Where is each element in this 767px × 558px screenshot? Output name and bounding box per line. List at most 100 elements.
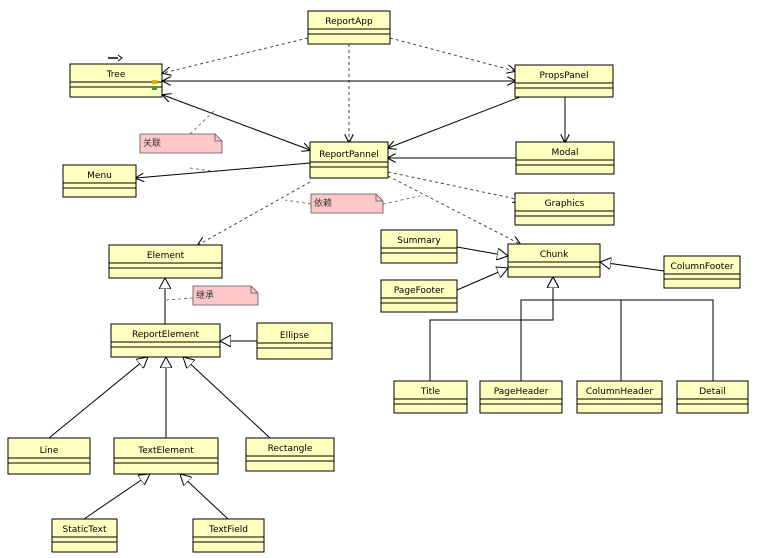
class-ellipse[interactable]: Ellipse <box>256 322 333 360</box>
note-inheritance-link <box>165 297 194 301</box>
note-text: 关联 <box>143 137 161 149</box>
class-name: Modal <box>552 148 579 158</box>
class-name: Title <box>420 387 441 397</box>
class-name: Detail <box>699 387 726 397</box>
class-detail[interactable]: Detail <box>676 380 749 414</box>
note-fold-icon <box>250 286 258 294</box>
class-pagefooter[interactable]: PageFooter <box>380 279 458 313</box>
class-name: Ellipse <box>280 331 310 341</box>
class-name: Graphics <box>545 199 585 209</box>
relation-columnfooter-to-chunk-generalization <box>600 262 665 272</box>
class-name: PropsPanel <box>540 71 589 81</box>
relation-tree-to-reportpannel-association-bidirectional <box>163 95 310 150</box>
relation-statictext-to-textelement-generalization <box>83 474 150 520</box>
class-pageheader[interactable]: PageHeader <box>479 380 563 414</box>
class-box <box>69 63 163 98</box>
note-text: 依赖 <box>314 197 332 209</box>
class-graphics[interactable]: Graphics <box>514 192 615 226</box>
class-box <box>393 380 468 414</box>
relation-line-to-reportelement-generalization <box>48 357 148 439</box>
class-tree[interactable]: Tree <box>69 63 163 98</box>
class-textelement[interactable]: TextElement <box>113 437 219 475</box>
class-textfield[interactable]: TextField <box>192 518 265 553</box>
class-name: Line <box>40 446 59 456</box>
relation-propspanel-to-reportpannel-association <box>388 96 521 148</box>
class-box <box>676 380 749 414</box>
class-box <box>515 141 615 175</box>
class-name: Element <box>147 251 185 261</box>
note-association-link-upper <box>189 109 216 135</box>
class-columnheader[interactable]: ColumnHeader <box>576 380 663 414</box>
relation-reportpannel-to-element-dependency <box>198 181 311 245</box>
class-modal[interactable]: Modal <box>515 141 615 175</box>
class-box <box>113 437 219 475</box>
class-box <box>110 323 221 358</box>
note-inheritance[interactable]: 继承 <box>192 285 259 306</box>
class-box <box>51 518 118 553</box>
relation-detail-to-chunk-generalization <box>553 277 714 381</box>
relation-pageheader-to-chunk-generalization <box>520 277 553 381</box>
class-name: PageFooter <box>394 286 445 296</box>
class-name: Menu <box>87 171 112 181</box>
class-box <box>514 64 614 98</box>
navigation-arrowhead-icon <box>117 54 123 62</box>
class-box <box>245 437 335 472</box>
class-name: PageHeader <box>494 387 549 397</box>
class-name: Tree <box>106 70 126 80</box>
class-menu[interactable]: Menu <box>62 164 137 198</box>
class-reportelement[interactable]: ReportElement <box>110 323 221 358</box>
class-box <box>108 244 223 279</box>
relation-summary-to-chunk-generalization <box>456 246 508 256</box>
class-box <box>507 243 601 278</box>
note-association[interactable]: 关联 <box>139 133 223 154</box>
note-text: 继承 <box>196 289 214 301</box>
class-box <box>256 322 333 360</box>
relation-rectangle-to-reportelement-generalization <box>183 357 271 439</box>
class-chunk[interactable]: Chunk <box>507 243 601 278</box>
operation-marker-icon <box>152 88 157 90</box>
class-box <box>514 192 615 226</box>
class-name: StaticText <box>63 525 107 535</box>
class-summary[interactable]: Summary <box>380 229 458 264</box>
note-fold-icon <box>214 134 222 142</box>
relation-reportpannel-to-menu-association <box>136 162 311 178</box>
attribute-marker-icon <box>152 80 157 84</box>
relation-reportapp-to-propspanel-dependency <box>389 37 515 71</box>
class-name: ReportPannel <box>319 150 379 160</box>
note-dependency[interactable]: 依赖 <box>310 193 384 214</box>
class-name: Rectangle <box>268 444 313 454</box>
note-body <box>310 193 384 214</box>
relation-reportpannel-to-graphics-dependency <box>387 171 521 200</box>
class-columnfooter[interactable]: ColumnFooter <box>663 255 741 289</box>
class-title[interactable]: Title <box>393 380 468 414</box>
relationship-layer <box>48 37 714 520</box>
class-name: ReportApp <box>325 17 373 27</box>
class-propspanel[interactable]: PropsPanel <box>514 64 614 98</box>
class-reportapp[interactable]: ReportApp <box>307 10 391 45</box>
class-box <box>7 437 91 475</box>
note-dependency-link-left <box>284 199 312 205</box>
class-box <box>380 279 458 313</box>
note-body <box>192 285 259 306</box>
note-link-layer <box>165 109 421 301</box>
class-box <box>192 518 265 553</box>
class-box <box>576 380 663 414</box>
class-element[interactable]: Element <box>108 244 223 279</box>
class-box <box>309 141 389 179</box>
class-line[interactable]: Line <box>7 437 91 475</box>
class-box <box>307 10 391 45</box>
class-name: ColumnFooter <box>670 262 733 272</box>
class-statictext[interactable]: StaticText <box>51 518 118 553</box>
relation-textfield-to-textelement-generalization <box>180 474 229 520</box>
class-rectangle[interactable]: Rectangle <box>245 437 335 472</box>
note-association-link <box>189 167 219 173</box>
relation-reportapp-to-tree-dependency <box>163 37 309 73</box>
class-box <box>62 164 137 198</box>
class-reportpannel[interactable]: ReportPannel <box>309 141 389 179</box>
class-name: Summary <box>397 236 441 246</box>
class-name: ColumnHeader <box>586 387 654 397</box>
class-box <box>479 380 563 414</box>
class-box <box>663 255 741 289</box>
